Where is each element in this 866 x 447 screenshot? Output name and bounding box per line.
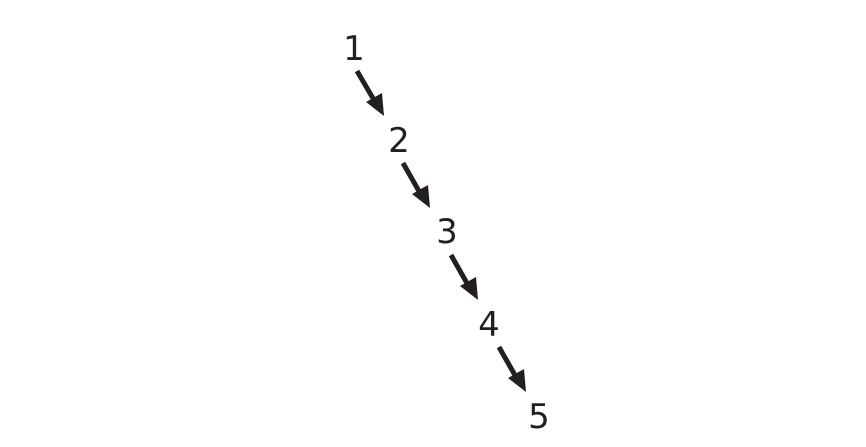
step-4-label: 4: [478, 305, 500, 345]
arrow-3-to-4: [448, 253, 478, 300]
arrow-1-to-2: [354, 69, 384, 116]
step-1-label: 1: [343, 29, 365, 69]
arrow-4-to-5: [496, 345, 526, 392]
step-5-label: 5: [528, 397, 550, 437]
step-3-label: 3: [436, 212, 458, 252]
step-2-label: 2: [388, 121, 410, 161]
arrow-2-to-3: [400, 161, 430, 208]
